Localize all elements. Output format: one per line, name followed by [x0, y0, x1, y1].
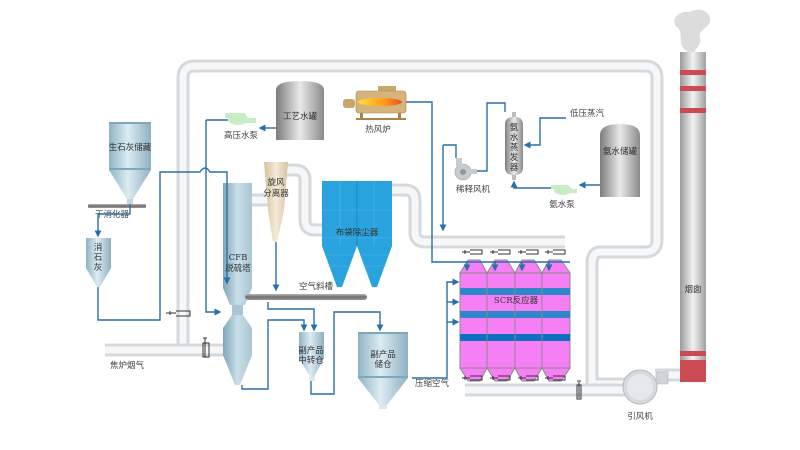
cfb-desulfurization-tower: CFB 脱硫塔 — [223, 183, 252, 385]
slaked-lime-label: 消 — [94, 242, 103, 253]
byproduct-storage-label: 副产品 — [370, 349, 396, 360]
low-pressure-steam-label: 低压蒸汽 — [570, 108, 605, 119]
ammonia-pump: 氨水泵 — [549, 185, 577, 210]
flow-line — [94, 204, 131, 238]
slaked-lime-label: 石 — [94, 253, 103, 263]
flow-line — [267, 302, 318, 332]
valves — [166, 249, 582, 400]
byproduct-transfer-label: 副产品 — [298, 345, 324, 356]
ammonia-evaporator-label: 水 — [510, 132, 519, 143]
flow-line — [310, 311, 384, 395]
hp-water-pump-label: 高压水泵 — [224, 130, 259, 141]
cyclone-label: 旋风 — [267, 177, 285, 188]
chimney: 烟囱 — [674, 9, 711, 382]
slaked-lime-silo: 消 石 灰 — [86, 238, 111, 287]
dilution-fan-label: 稀释风机 — [456, 184, 491, 195]
smoke-plume — [674, 9, 711, 55]
valve-icon — [166, 310, 191, 317]
bag-filter-label: 布袋除尘器 — [336, 227, 379, 238]
material-flow-lines — [94, 101, 600, 395]
flow-line — [97, 167, 231, 321]
valve-icon — [462, 375, 483, 381]
process-water-tank-label: 工艺水罐 — [283, 111, 318, 122]
hot-air-furnace: 热风炉 — [343, 86, 407, 135]
flow-line — [510, 180, 551, 189]
cyclone-label: 分离器 — [263, 188, 289, 199]
flow-line — [241, 319, 308, 390]
hp-water-pump: 高压水泵 — [224, 113, 259, 141]
chimney-band — [680, 351, 706, 356]
flow-line — [406, 101, 570, 263]
byproduct-transfer-silo: 副产品 中转仓 — [298, 332, 324, 381]
chimney-label: 烟囱 — [684, 284, 701, 295]
cfb-label: CFB — [229, 253, 248, 263]
compressed-air-label: 压缩空气 — [415, 378, 450, 389]
chimney-base — [680, 360, 706, 382]
valve-icon — [576, 380, 582, 400]
valve-icon — [490, 375, 511, 381]
flow-line — [205, 120, 222, 316]
cfb-label: 脱硫塔 — [225, 263, 251, 274]
byproduct-transfer-label: 中转仓 — [298, 355, 324, 366]
hot-air-furnace-label: 热风炉 — [365, 124, 391, 135]
ammonia-evaporator-label: 发 — [510, 152, 519, 163]
chimney-band — [680, 86, 706, 91]
byproduct-storage-label: 储仓 — [374, 359, 392, 370]
cyclone-separator: 旋风 分离器 — [263, 162, 289, 242]
flow-line — [443, 144, 457, 158]
ammonia-pump-label: 氨水泵 — [549, 199, 575, 210]
air-chute: 空气斜槽 — [245, 281, 367, 300]
valve-icon — [545, 375, 566, 381]
flow-line — [477, 102, 506, 172]
ammonia-water-tank: 氨水储罐 — [600, 124, 640, 197]
ammonia-evaporator-label: 器 — [510, 163, 519, 173]
air-chute-label: 空气斜槽 — [299, 281, 334, 292]
valve-icon — [490, 249, 511, 255]
slaked-lime-label: 灰 — [94, 262, 103, 273]
ammonia-evaporator: 氨 水 蒸 发 器 — [505, 112, 523, 180]
chimney-band — [680, 108, 706, 113]
scr-reactor: SCR反应器 — [459, 259, 571, 382]
valve-icon — [518, 249, 539, 255]
quicklime-storage-silo: 生石灰储藏 — [109, 122, 152, 204]
scr-reactor-label: SCR反应器 — [494, 295, 539, 306]
valve-icon — [202, 337, 210, 358]
bag-filter: 布袋除尘器 — [322, 181, 392, 287]
ammonia-tank-label: 氨水储罐 — [603, 146, 638, 157]
dilution-fan: 稀释风机 — [454, 158, 491, 195]
ammonia-evaporator-label: 蒸 — [510, 142, 519, 153]
id-fan-label: 引风机 — [627, 411, 653, 422]
quicklime-storage-label: 生石灰储藏 — [109, 142, 152, 153]
coke-oven-gas-label: 焦炉烟气 — [110, 360, 145, 371]
valve-icon — [518, 375, 539, 381]
flow-line — [412, 278, 460, 379]
dry-slaker: 干消化器 — [88, 204, 146, 220]
ammonia-evaporator-label: 氨 — [510, 122, 519, 133]
process-water-tank: 工艺水罐 — [276, 81, 324, 140]
valve-icon — [545, 249, 566, 255]
id-fan: 引风机 — [622, 369, 669, 422]
flow-line — [523, 117, 566, 149]
valve-icon — [462, 249, 483, 255]
chimney-band — [680, 70, 706, 75]
byproduct-storage-silo: 副产品 储仓 — [358, 332, 408, 409]
